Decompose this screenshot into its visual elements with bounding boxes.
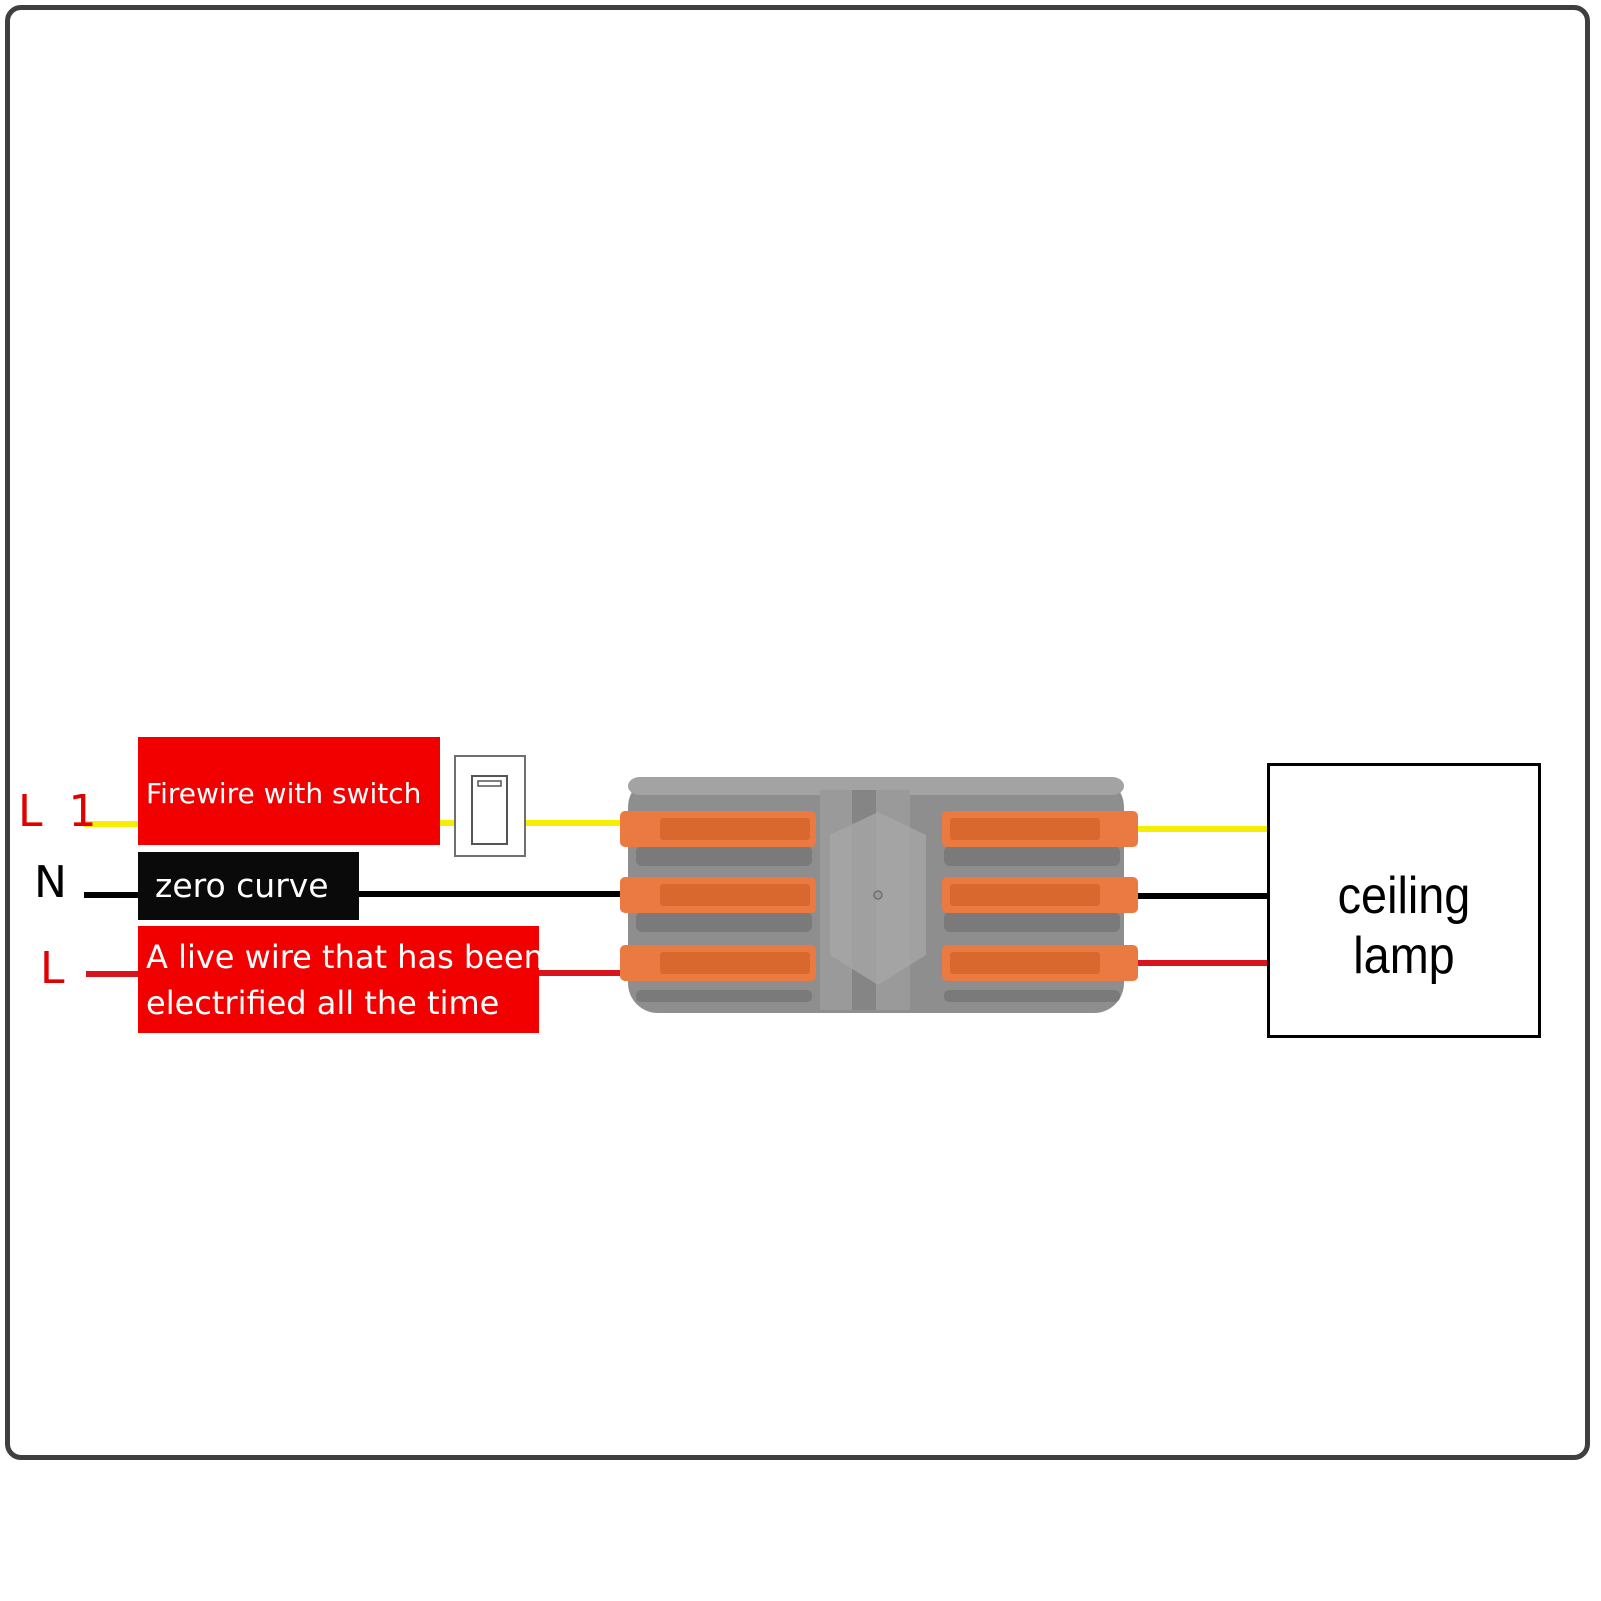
- right-wires: [1130, 826, 1267, 966]
- diagram-frame: [5, 5, 1590, 1460]
- wire-label-l: L: [40, 943, 65, 994]
- right-lever-1[interactable]: [942, 811, 1138, 847]
- wire-label-l1: L 1: [18, 786, 103, 837]
- ceiling-lamp-box: ceiling lamp: [1267, 763, 1541, 1038]
- ceiling-lamp-label: ceiling lamp: [1337, 867, 1471, 985]
- wall-switch-icon: [454, 755, 526, 857]
- live-wire-tag: A live wire that has been electrified al…: [138, 926, 544, 1033]
- left-lever-2[interactable]: [620, 877, 816, 913]
- lever-wire-connector-icon: [620, 777, 1138, 1013]
- neutral-wire-tag: zero curve: [138, 852, 359, 920]
- right-lever-3[interactable]: [942, 945, 1138, 981]
- live-switched-wire-tag: Firewire with switch: [138, 737, 440, 845]
- live-wire-tag-line-1: A live wire that has been: [146, 938, 544, 976]
- left-wires: [84, 820, 630, 977]
- left-lever-1[interactable]: [620, 811, 816, 847]
- right-lever-2[interactable]: [942, 877, 1138, 913]
- wire-label-n: N: [34, 857, 67, 908]
- live-wire-tag-line-2: electrified all the time: [146, 984, 500, 1022]
- left-lever-3[interactable]: [620, 945, 816, 981]
